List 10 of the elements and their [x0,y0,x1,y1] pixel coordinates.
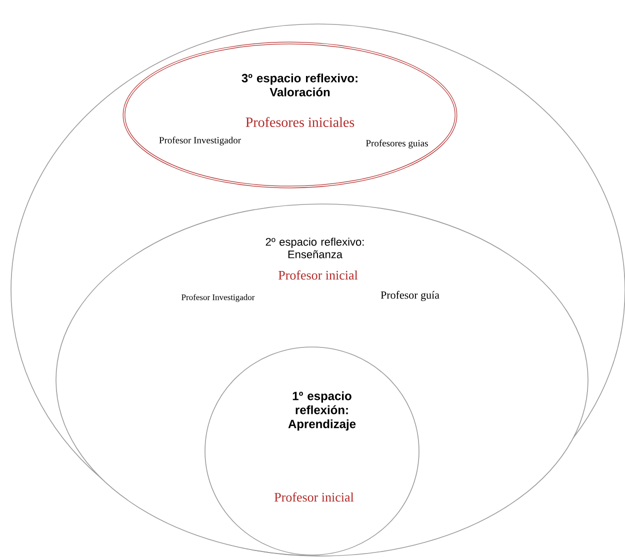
role-label: Profesor Investigador [159,136,241,146]
role-label: Profesor inicial [274,492,354,502]
space-title: 2º espacio reflexivo: Enseñanza [266,238,364,258]
role-label: Profesor guía [380,290,440,302]
space-title: 1º espacio reflexión: Aprendizaje [288,391,356,431]
space-title: 3º espacio reflexivo: Valoración [242,74,358,96]
role-label: Profesores guias [366,140,428,148]
role-label: Profesores iniciales [246,116,354,127]
role-label: Profesor Investigador [182,294,255,302]
role-label: Profesor inicial [278,270,358,280]
